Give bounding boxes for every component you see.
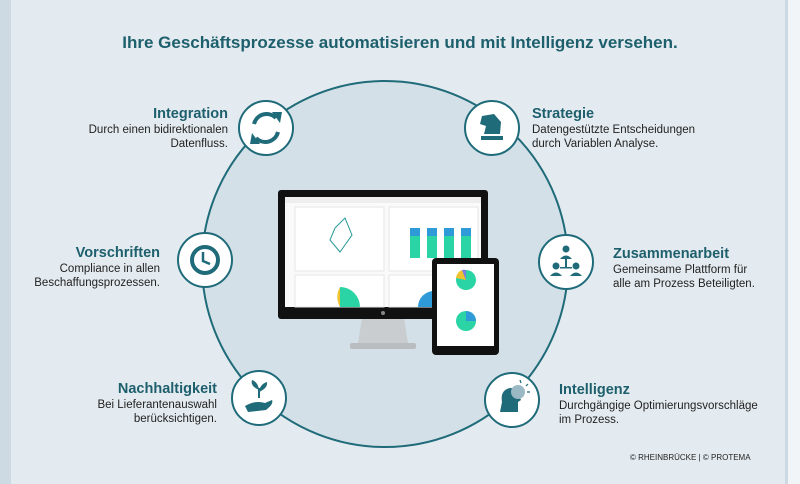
left-frame xyxy=(0,0,11,484)
sync-arrows-icon xyxy=(250,112,282,144)
item-text: Beschaffungsprozessen. xyxy=(34,277,160,289)
item-text: Bei Lieferantenauswahl xyxy=(97,399,217,411)
page-title: Ihre Geschäftsprozesse automatisieren un… xyxy=(122,33,678,52)
item-text: alle am Prozess Beteiligten. xyxy=(613,278,755,290)
item-zusammenarbeit: Zusammenarbeit Gemeinsame Plattform für … xyxy=(613,246,755,291)
item-text: im Prozess. xyxy=(559,414,620,426)
plant-in-hand-icon xyxy=(245,380,273,412)
item-text: berücksichtigen. xyxy=(133,413,217,425)
integration-icon-circle xyxy=(238,100,294,156)
item-title: Nachhaltigkeit xyxy=(117,381,217,397)
item-title: Zusammenarbeit xyxy=(613,246,730,262)
vorschriften-icon-circle xyxy=(177,232,233,288)
item-nachhaltigkeit: Nachhaltigkeit Bei Lieferantenauswahl be… xyxy=(97,381,217,426)
team-hierarchy-icon xyxy=(550,245,582,276)
tablet-illustration xyxy=(432,258,499,355)
item-strategie: Strategie Datengestützte Entscheidungen … xyxy=(532,106,695,151)
clock-icon xyxy=(190,245,220,275)
item-text: Durch einen bidirektionalen xyxy=(88,124,228,136)
item-integration: Integration Durch einen bidirektionalen … xyxy=(89,106,228,151)
copyright: © RHEINBRÜCKE | © PROTEMA xyxy=(630,453,751,462)
item-text: Datenfluss. xyxy=(170,138,228,150)
item-title: Strategie xyxy=(532,106,595,122)
item-title: Vorschriften xyxy=(75,245,160,261)
item-text: durch Variablen Analyse. xyxy=(532,138,659,150)
item-title: Integration xyxy=(153,106,228,122)
item-text: Gemeinsame Plattform für xyxy=(613,264,748,276)
right-frame xyxy=(785,0,800,484)
item-text: Durchgängige Optimierungsvorschläge xyxy=(559,400,758,412)
item-vorschriften: Vorschriften Compliance in allen Beschaf… xyxy=(34,245,160,290)
item-text: Compliance in allen xyxy=(59,263,160,275)
item-intelligenz: Intelligenz Durchgängige Optimierungsvor… xyxy=(559,382,758,427)
head-lightbulb-icon xyxy=(500,379,530,412)
item-title: Intelligenz xyxy=(559,382,630,398)
chess-knight-icon xyxy=(480,114,503,140)
item-text: Datengestützte Entscheidungen xyxy=(532,124,696,136)
